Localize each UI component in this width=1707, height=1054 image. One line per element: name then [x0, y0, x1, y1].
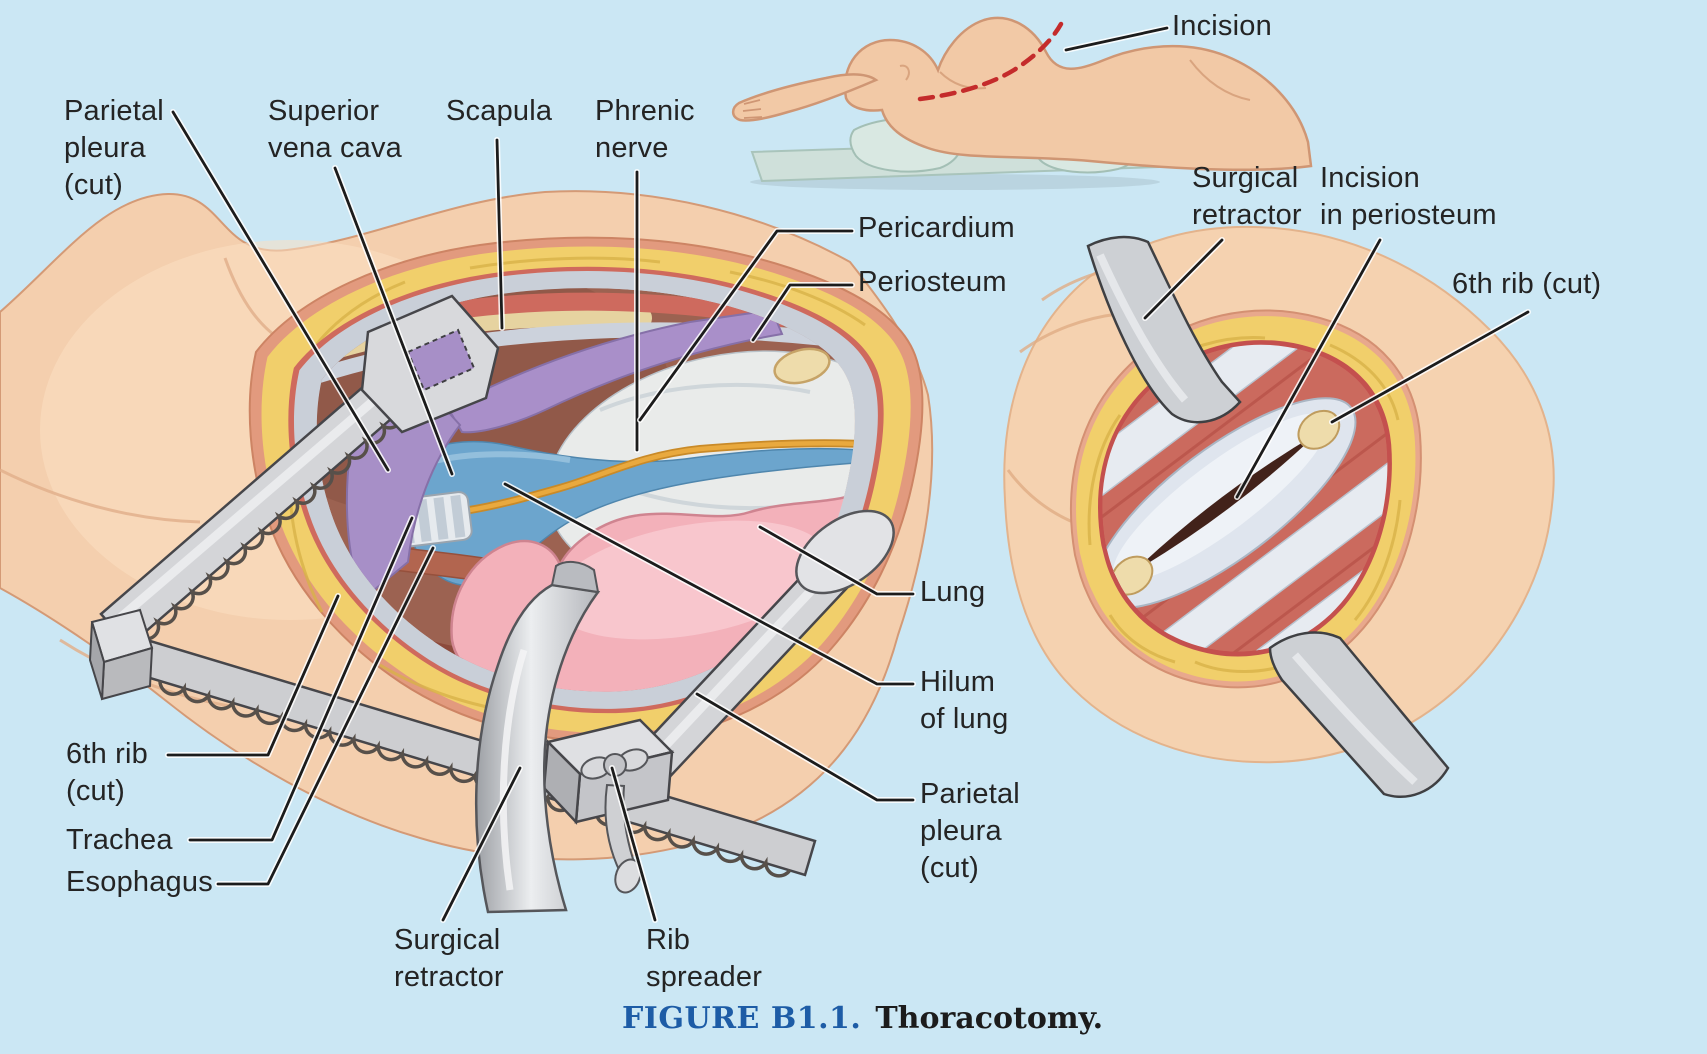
rib-view [1003, 225, 1555, 798]
label-parietal-pleura-cut-lower: Parietal pleura (cut) [920, 778, 1020, 884]
fat-texture [1087, 336, 1402, 673]
label-surgical-retractor-bottom: Surgical retractor [394, 924, 504, 993]
crank-tip [614, 858, 642, 894]
label-parietal-pleura-cut: Parietal pleura (cut) [64, 95, 164, 201]
leader-lines [165, 25, 1531, 923]
label-incision: Incision [1172, 10, 1272, 42]
label-sixth-rib-cut-right: 6th rib (cut) [1452, 268, 1602, 300]
rib-stripes [1102, 344, 1388, 652]
label-periosteum: Periosteum [858, 266, 1007, 298]
retractor-tip [550, 560, 600, 594]
figure-number: FIGURE B1.1. [622, 1001, 862, 1036]
label-superior-vena-cava: Superior vena cava [268, 95, 402, 164]
body-creases [899, 59, 1251, 101]
fat-texture [288, 256, 866, 718]
patient-inset [731, 16, 1313, 190]
label-sixth-rib-cut-left: 6th rib (cut) [66, 738, 148, 807]
hand-fingers [742, 99, 763, 119]
clamp-window [406, 328, 476, 392]
rib-cut-end [773, 347, 831, 385]
label-esophagus: Esophagus [66, 866, 213, 898]
cut-intercostal-band [421, 292, 789, 327]
figure-title: Thoracotomy. [875, 1001, 1104, 1036]
periosteum-incision-slit [1133, 433, 1317, 573]
patient-arm [731, 73, 879, 122]
label-hilum-of-lung: Hilum of lung [920, 666, 1009, 735]
label-phrenic-nerve: Phrenic nerve [595, 95, 695, 164]
label-trachea: Trachea [66, 824, 173, 856]
rib-view-interior [1102, 344, 1388, 652]
retractor-highlight [1291, 652, 1418, 785]
label-scapula: Scapula [446, 95, 553, 127]
label-incision-in-periosteum: Incision in periosteum [1320, 162, 1497, 231]
rack-ratchet-teeth [158, 680, 792, 878]
label-lung: Lung [920, 576, 986, 608]
periosteum-highlight [1113, 413, 1329, 582]
surgical-retractor-band [474, 560, 601, 914]
band-highlight [499, 648, 528, 891]
label-rib-spreader: Rib spreader [646, 924, 763, 993]
lung-highlight [551, 520, 829, 640]
label-pericardium: Pericardium [858, 212, 1015, 244]
incision-dashed-line [917, 21, 1064, 102]
label-surgical-retractor-right: Surgical retractor [1192, 162, 1302, 231]
figure-caption: FIGURE B1.1. Thoracotomy. [622, 1002, 1103, 1036]
spreader-blade [795, 509, 895, 595]
patient-body [843, 16, 1313, 172]
retractor-top-left [1086, 235, 1242, 424]
retractor-highlight [1096, 253, 1189, 403]
rack-end-cap-side [88, 621, 106, 700]
